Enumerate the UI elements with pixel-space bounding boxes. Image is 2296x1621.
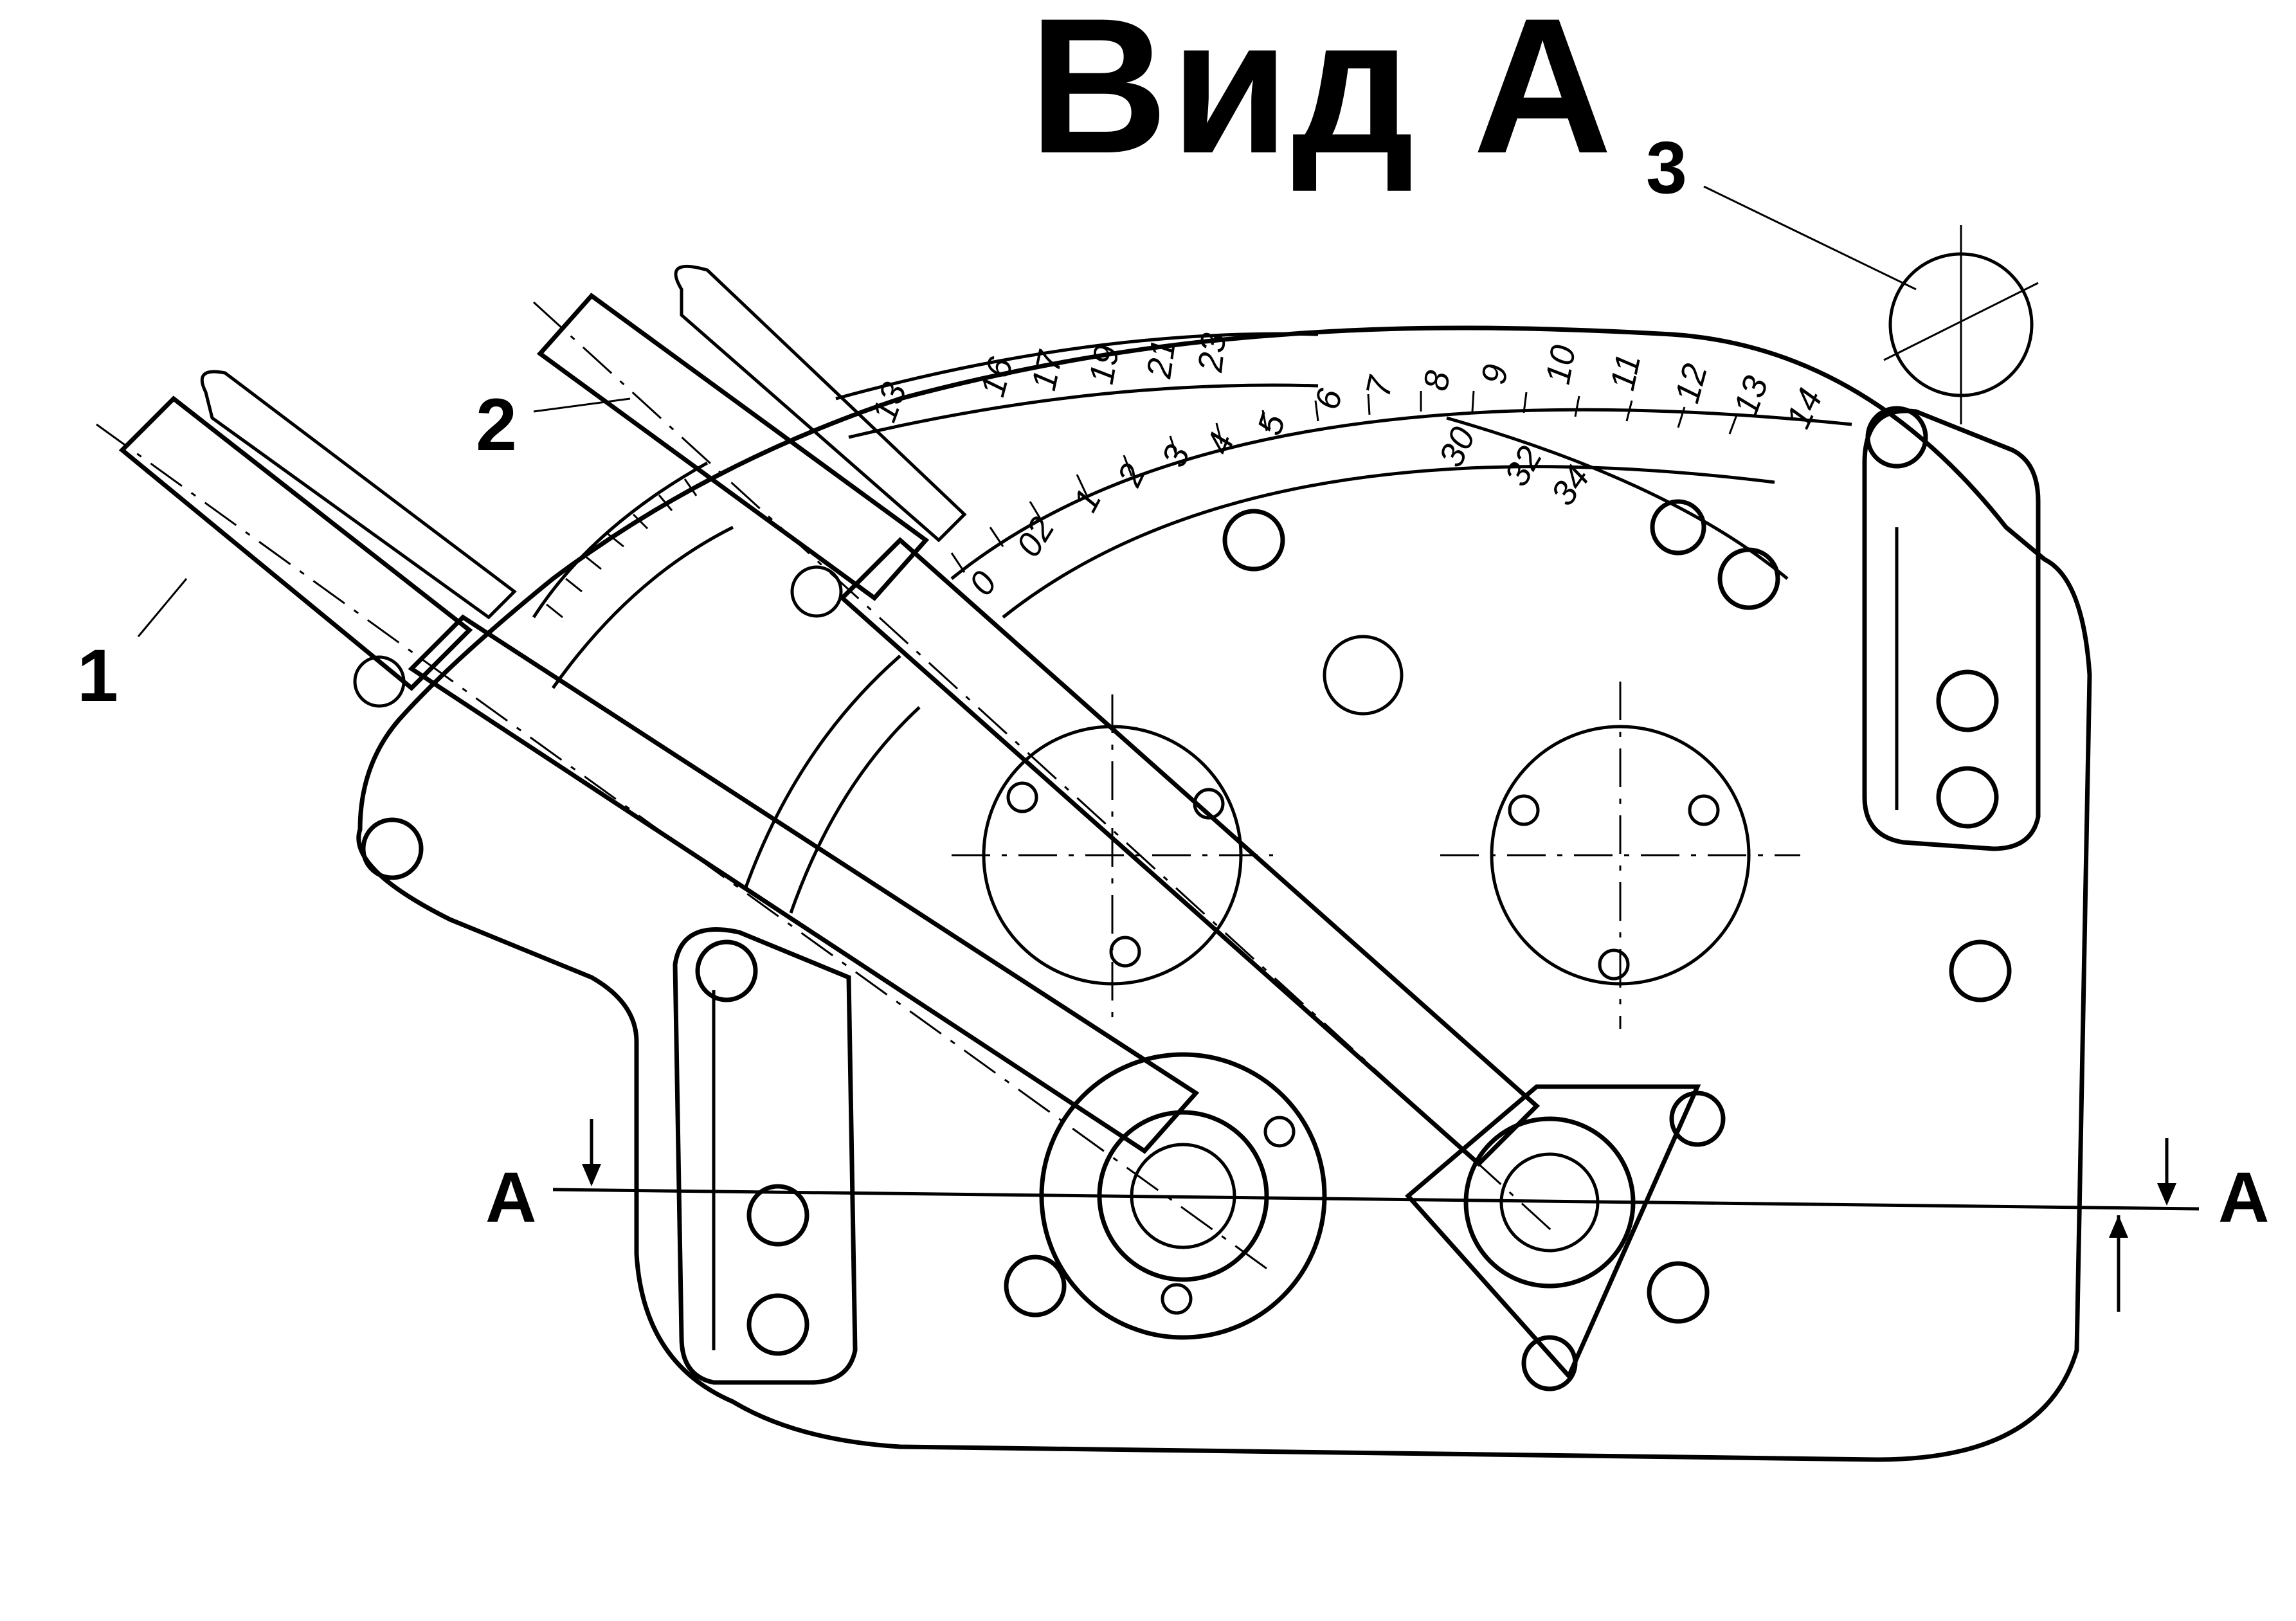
housing-plate	[356, 325, 2092, 1462]
scale-teeth-left	[546, 478, 698, 619]
bolt	[1865, 406, 1928, 469]
lever-2-axis	[532, 301, 1557, 1236]
roller-3-axis-2	[1883, 282, 2039, 361]
scale-number: 8	[1416, 368, 1458, 394]
callout-1: 1	[77, 635, 118, 717]
scale-number: 2	[1110, 458, 1153, 492]
bolt	[1647, 1261, 1710, 1324]
section-cut-line	[552, 1188, 2200, 1211]
bolt	[1949, 939, 2012, 1002]
bolt	[1936, 669, 1999, 732]
section-line	[552, 1119, 2200, 1312]
scale-number: 7	[1359, 372, 1400, 401]
section-label-left: А	[485, 1158, 536, 1237]
lever-1-pivot	[353, 655, 406, 708]
bolt	[1936, 766, 1999, 829]
screws	[1006, 781, 1720, 1315]
leader-3	[1703, 185, 1917, 291]
lever-1-handle	[118, 395, 473, 691]
section-arrow-right-lower-head	[2109, 1215, 2128, 1238]
scale-inner-numbers: 30 32 34	[1431, 421, 1597, 512]
bolt	[361, 817, 424, 880]
scale-middle-arc-inner	[1002, 465, 1775, 619]
bolt	[1004, 1254, 1067, 1318]
lever-1-spring	[200, 370, 517, 620]
screw	[1109, 936, 1141, 968]
lever-2-pivot	[790, 565, 843, 618]
scale-number: 9	[1474, 361, 1515, 387]
bolt	[1521, 1335, 1578, 1391]
lever-2-arm	[838, 537, 1541, 1167]
lever-2-handle	[536, 293, 930, 601]
scale-number: 19	[1082, 342, 1127, 387]
scale-number: 23	[1191, 331, 1233, 374]
bolt	[1669, 1091, 1726, 1147]
scale-number: 14	[1778, 383, 1830, 434]
bolts	[361, 406, 2012, 1391]
lever-1-axis	[96, 423, 1274, 1274]
scale-number: 10	[1539, 342, 1584, 387]
screw	[1598, 948, 1630, 981]
left-bracket	[673, 927, 858, 1385]
screw	[1006, 781, 1038, 813]
bolt	[1323, 635, 1404, 716]
bolt	[1650, 499, 1706, 556]
scale-number: 13	[865, 377, 914, 427]
right-bracket	[1862, 408, 2041, 851]
triangle-bracket	[1405, 1084, 1701, 1381]
screw	[1193, 788, 1225, 820]
lever-1-arm	[408, 614, 1200, 1154]
scale-outer-arc-inner	[848, 383, 1319, 439]
scale-number: 17	[1024, 347, 1071, 394]
view-title: Вид А	[1029, 0, 1615, 194]
bolt	[1717, 547, 1780, 610]
screw	[1263, 1116, 1296, 1148]
bolt	[746, 1184, 809, 1247]
scale-number: 0	[962, 565, 1004, 602]
leader-1	[137, 578, 188, 637]
scale-lower-arc-inner	[789, 706, 921, 914]
section-label-right: А	[2218, 1158, 2269, 1237]
scale-lower-arc	[744, 655, 901, 888]
section-arrow-left-head	[582, 1164, 601, 1186]
callout-3: 3	[1646, 127, 1687, 209]
lever-1	[96, 370, 1327, 1340]
leader-2	[533, 397, 631, 413]
scale-number: 30	[1431, 421, 1483, 473]
scale-left-arc-inner	[551, 525, 734, 689]
scale-number: 21	[1139, 337, 1183, 381]
scale-number: 11	[1603, 350, 1648, 394]
scale-teeth-middle	[950, 390, 1739, 573]
scale-outer-arc	[835, 332, 1319, 401]
scale-inner-arc	[1446, 416, 1789, 580]
scale-outer-numbers: 13 16 17 19 21 23	[865, 331, 1233, 427]
lever-2-spring	[674, 264, 967, 543]
section-arrow-right-head	[2157, 1183, 2176, 1206]
bolt	[1222, 509, 1285, 572]
screw	[1508, 794, 1540, 826]
scale-number: 02	[1009, 511, 1062, 564]
screw	[1161, 1283, 1193, 1315]
scale-left-arc	[532, 461, 709, 619]
scale-number: 5	[1250, 409, 1293, 440]
scale-number: 6	[1308, 385, 1350, 413]
screw	[1688, 794, 1720, 826]
scale-number: 12	[1668, 360, 1715, 408]
bolt	[746, 1293, 809, 1356]
bolt	[695, 939, 758, 1002]
lever-2	[532, 264, 1636, 1289]
callout-2: 2	[476, 384, 517, 466]
